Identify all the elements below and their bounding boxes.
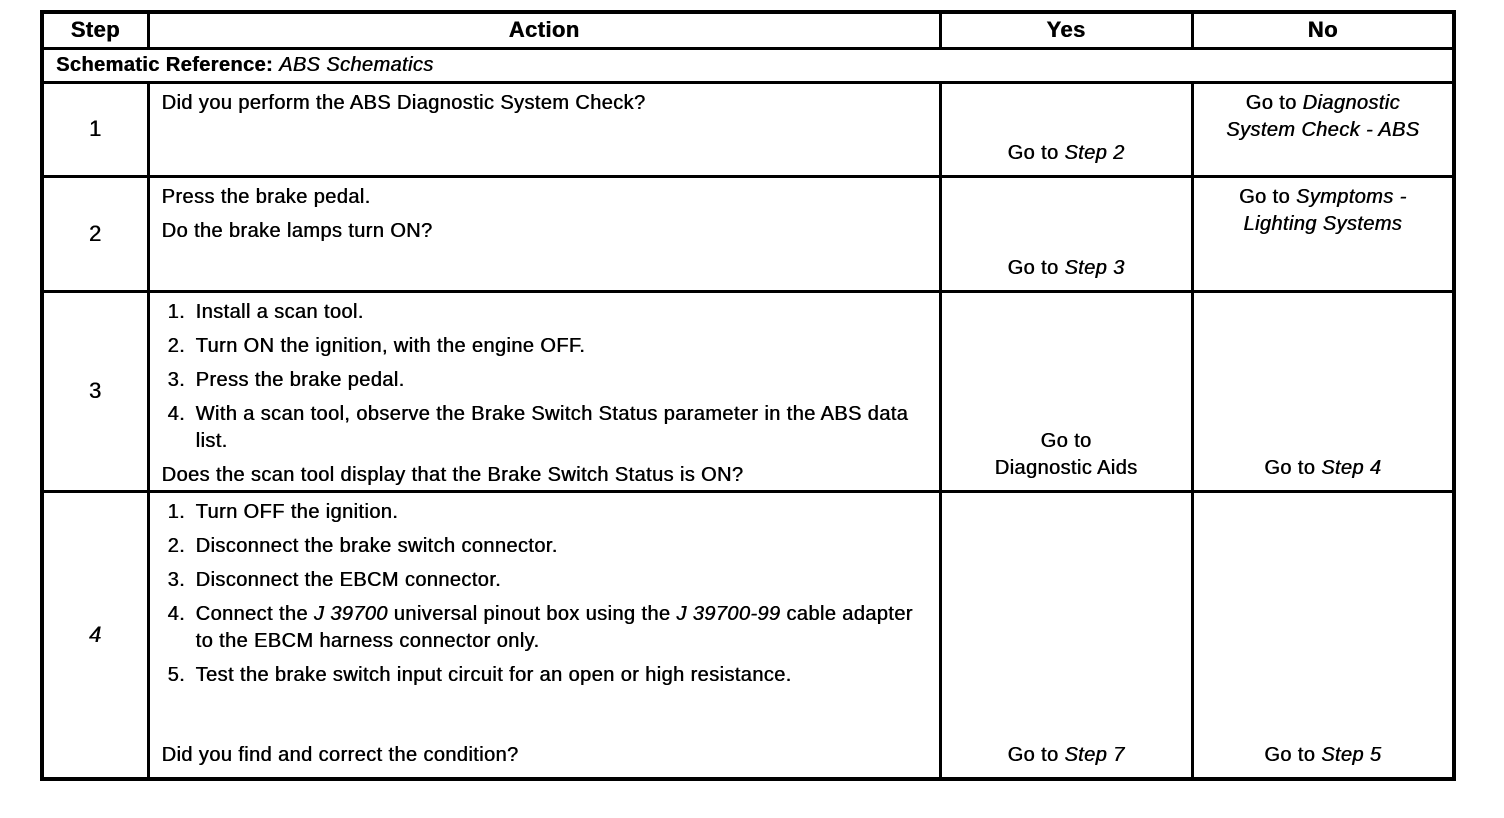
- action-question: Does the scan tool display that the Brak…: [161, 463, 744, 486]
- list-item: 1. Turn OFF the ignition.: [167, 500, 399, 523]
- goto-text: Go to: [1040, 429, 1092, 452]
- goto-text: Go to Symptoms -: [1238, 185, 1407, 208]
- action-question: Do the brake lamps turn ON?: [161, 219, 433, 242]
- action-cell: Press the brake pedal. Do the brake lamp…: [146, 174, 942, 293]
- table-row: 3 1. Install a scan tool. 2. Turn ON the…: [40, 289, 1456, 493]
- schematic-reference-label: Schematic Reference:: [56, 53, 273, 76]
- step-number: 2: [40, 174, 150, 293]
- schematic-reference-cell: Schematic Reference: ABS Schematics: [40, 46, 1456, 84]
- list-item: 5. Test the brake switch input circuit f…: [167, 663, 792, 686]
- goto-text: Go to Diagnostic: [1245, 91, 1400, 114]
- table-row: 1 Did you perform the ABS Diagnostic Sys…: [40, 80, 1456, 178]
- yes-cell: Go to Step 7: [938, 489, 1194, 781]
- table-row: 4 1. Turn OFF the ignition. 2. Disconnec…: [40, 489, 1456, 781]
- step-number: 4: [40, 489, 150, 781]
- goto-text: Diagnostic Aids: [994, 456, 1138, 479]
- col-header-step: Step: [40, 10, 150, 50]
- list-item: 3. Disconnect the EBCM connector.: [167, 568, 501, 591]
- step-number: 3: [40, 289, 150, 493]
- yes-cell: Go to Step 2: [938, 80, 1194, 178]
- header-row: Step Action Yes No: [40, 10, 1456, 50]
- col-header-yes: Yes: [938, 10, 1194, 50]
- goto-text: Go to Step 2: [1007, 141, 1125, 164]
- goto-text: Go to Step 5: [1264, 744, 1382, 766]
- list-item: 4. Connect the J 39700 universal pinout …: [167, 602, 913, 652]
- goto-text: Lighting Systems: [1243, 212, 1403, 235]
- list-item: 3. Press the brake pedal.: [167, 368, 405, 391]
- action-question: Did you perform the ABS Diagnostic Syste…: [161, 91, 646, 114]
- list-item: 2. Turn ON the ignition, with the engine…: [167, 334, 586, 357]
- action-cell: 1. Turn OFF the ignition. 2. Disconnect …: [146, 489, 942, 781]
- list-item: 2. Disconnect the brake switch connector…: [167, 534, 558, 557]
- action-cell: 1. Install a scan tool. 2. Turn ON the i…: [146, 289, 942, 493]
- goto-text: Go to Step 7: [1007, 744, 1125, 766]
- col-header-action: Action: [146, 10, 942, 50]
- no-cell: Go to Step 5: [1190, 489, 1456, 781]
- step-number: 1: [40, 80, 150, 178]
- col-header-no: No: [1190, 10, 1456, 50]
- action-question: Did you find and correct the condition?: [161, 743, 519, 766]
- no-cell: Go to Symptoms - Lighting Systems: [1190, 174, 1456, 293]
- list-item: 1. Install a scan tool.: [167, 300, 364, 323]
- yes-cell: Go to Diagnostic Aids: [938, 289, 1194, 493]
- goto-text: Go to Step 3: [1007, 256, 1125, 279]
- goto-text: Go to Step 4: [1264, 456, 1382, 479]
- action-line: Press the brake pedal.: [161, 185, 371, 208]
- list-item: 4. With a scan tool, observe the Brake S…: [167, 402, 909, 452]
- diagnostic-table: Step Action Yes No Schematic Reference: …: [40, 10, 1456, 781]
- table-row: 2 Press the brake pedal. Do the brake la…: [40, 174, 1456, 293]
- schematic-reference-value: ABS Schematics: [278, 53, 434, 76]
- no-cell: Go to Diagnostic System Check - ABS: [1190, 80, 1456, 178]
- goto-text: System Check - ABS: [1226, 118, 1420, 141]
- action-cell: Did you perform the ABS Diagnostic Syste…: [146, 80, 942, 178]
- yes-cell: Go to Step 3: [938, 174, 1194, 293]
- no-cell: Go to Step 4: [1190, 289, 1456, 493]
- schematic-reference-row: Schematic Reference: ABS Schematics: [40, 46, 1456, 84]
